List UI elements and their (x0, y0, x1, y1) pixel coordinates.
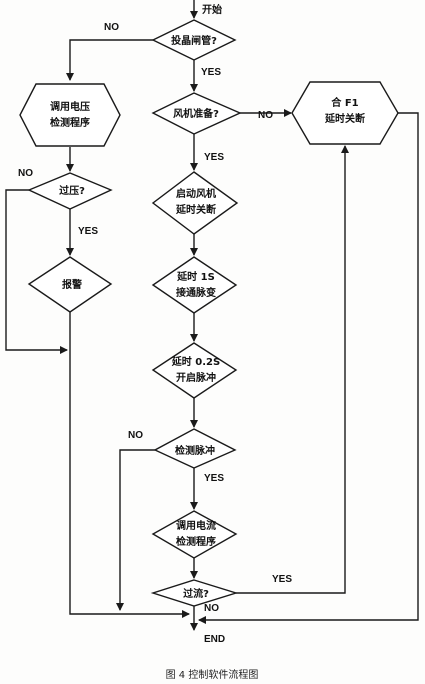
process-close-f1: 合 F1 延时关断 (291, 81, 399, 145)
arrow-overcurrent-yes (236, 145, 349, 594)
arrow-thyristor-no (66, 39, 153, 81)
arrow-alarm-merge (69, 312, 190, 618)
decision-overvoltage: 过压? (27, 172, 113, 210)
process-voltage-detect: 调用电压 检测程序 (19, 83, 121, 147)
start-fan-line1: 启动风机 (176, 187, 216, 200)
start-fan-line2: 延时关断 (175, 203, 216, 216)
edge-label-overvoltage-no: NO (18, 168, 33, 179)
edge-label-pulse-yes: YES (204, 473, 224, 484)
connectors (5, 0, 419, 631)
alarm-label: 报警 (62, 278, 82, 291)
process-alarm: 报警 (27, 256, 113, 313)
voltage-detect-line2: 检测程序 (50, 116, 90, 129)
figure-caption: 图 4 控制软件流程图 (166, 668, 259, 681)
close-f1-line1: 合 F1 (330, 96, 358, 109)
current-detect-line1: 调用电流 (176, 519, 216, 532)
process-delay-02s: 延时 0.2S 开启脉冲 (151, 342, 238, 399)
decision-thyristor-label: 投晶闸管? (171, 34, 217, 47)
delay1s-line1: 延时 1S (176, 270, 215, 283)
arrow-f1-to-end (198, 112, 419, 624)
decision-thyristor: 投晶闸管? (151, 19, 237, 61)
delay02s-line2: 开启脉冲 (176, 371, 216, 384)
decision-overvoltage-label: 过压? (59, 184, 85, 197)
arrow-overvoltage-no (5, 189, 68, 354)
close-f1-line2: 延时关断 (324, 112, 365, 125)
delay02s-line1: 延时 0.2S (171, 355, 220, 368)
edge-label-overvoltage-yes: YES (78, 226, 98, 237)
decision-fan-ready-label: 风机准备? (173, 107, 219, 120)
arrow-pulse-no (116, 449, 155, 611)
detect-pulse-label: 检测脉冲 (175, 444, 215, 457)
start-label: 开始 (202, 3, 222, 16)
process-current-detect: 调用电流 检测程序 (151, 510, 238, 559)
edge-label-thyristor-no: NO (104, 22, 119, 33)
edge-label-overcurrent-no: NO (204, 603, 219, 614)
current-detect-line2: 检测程序 (176, 535, 216, 548)
edge-label-fan-yes: YES (204, 152, 224, 163)
edge-label-fan-no: NO (258, 110, 273, 121)
decision-detect-pulse: 检测脉冲 (153, 428, 237, 469)
process-delay-1s: 延时 1S 接通脉变 (151, 256, 238, 314)
decision-fan-ready: 风机准备? (151, 92, 242, 135)
process-start-fan: 启动风机 延时关断 (151, 171, 239, 235)
end-label: END (204, 634, 225, 645)
edge-label-pulse-no: NO (128, 430, 143, 441)
edge-label-overcurrent-yes: YES (272, 574, 292, 585)
delay1s-line2: 接通脉变 (176, 286, 216, 299)
voltage-detect-line1: 调用电压 (50, 100, 90, 113)
overcurrent-label: 过流? (183, 587, 209, 600)
decision-overcurrent: 过流? (150, 579, 239, 607)
edge-label-thyristor-yes: YES (201, 67, 221, 78)
